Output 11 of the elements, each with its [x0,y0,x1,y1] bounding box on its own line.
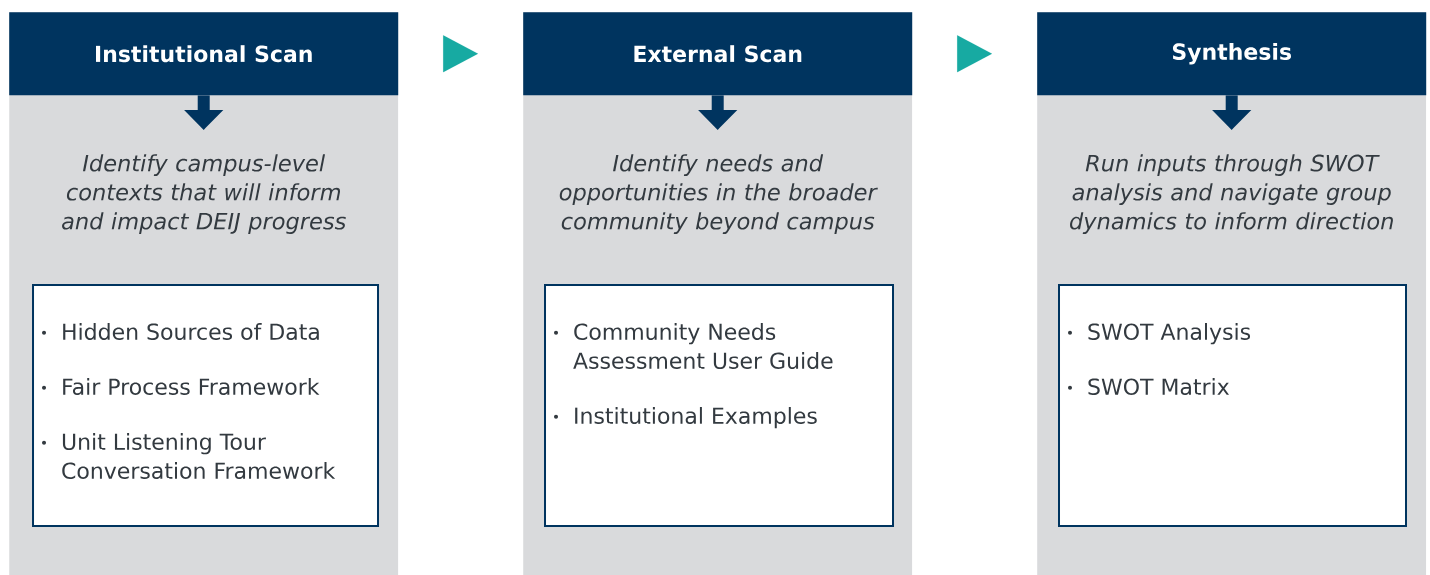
resource-list-box: Community Needs Assessment User Guide Institutional Examples [544,284,894,527]
description-text: Identify needs and opportunities in the broader community beyond campus [559,154,878,234]
resource-list-box: SWOT Analysis SWOT Matrix [1058,284,1407,527]
resource-list-box: Hidden Sources of Data Fair Process Framework Unit Listening Tour Conversation Framework [32,284,379,527]
header-box: Institutional Scan [9,12,399,96]
header-box: Synthesis [1037,12,1427,96]
chevron-arrow [957,35,993,73]
description-text: Identify campus-level contexts that will inform and impact DEIJ progress [62,154,346,234]
chevron-arrow [443,35,479,73]
header-box: External Scan [523,12,913,96]
description-text: Run inputs through SWOT analysis and navigate group dynamics to inform direction [1070,154,1393,234]
